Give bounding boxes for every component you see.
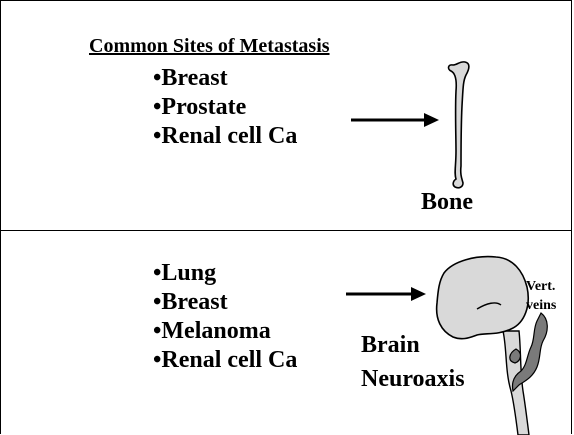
veins-label-line2: veins — [526, 296, 556, 315]
brain-label-line2: Neuroaxis — [361, 362, 465, 396]
arrow-to-bone — [351, 113, 439, 127]
brain-icon — [437, 257, 529, 339]
veins-label-line1: Vert. — [526, 277, 556, 296]
panel-brain: •Lung •Breast •Melanoma •Renal cell Ca B… — [0, 230, 572, 434]
bone-illustration-layer — [1, 1, 573, 232]
brain-label-line1: Brain — [361, 328, 465, 362]
bone-label: Bone — [421, 189, 473, 216]
brain-illustration-layer — [1, 231, 573, 435]
panel-bone: Common Sites of Metastasis •Breast •Pros… — [0, 0, 572, 231]
brain-label: Brain Neuroaxis — [361, 328, 465, 396]
bone-icon — [449, 62, 469, 188]
arrow-to-brain — [346, 287, 426, 301]
veins-label: Vert. veins — [526, 277, 556, 315]
